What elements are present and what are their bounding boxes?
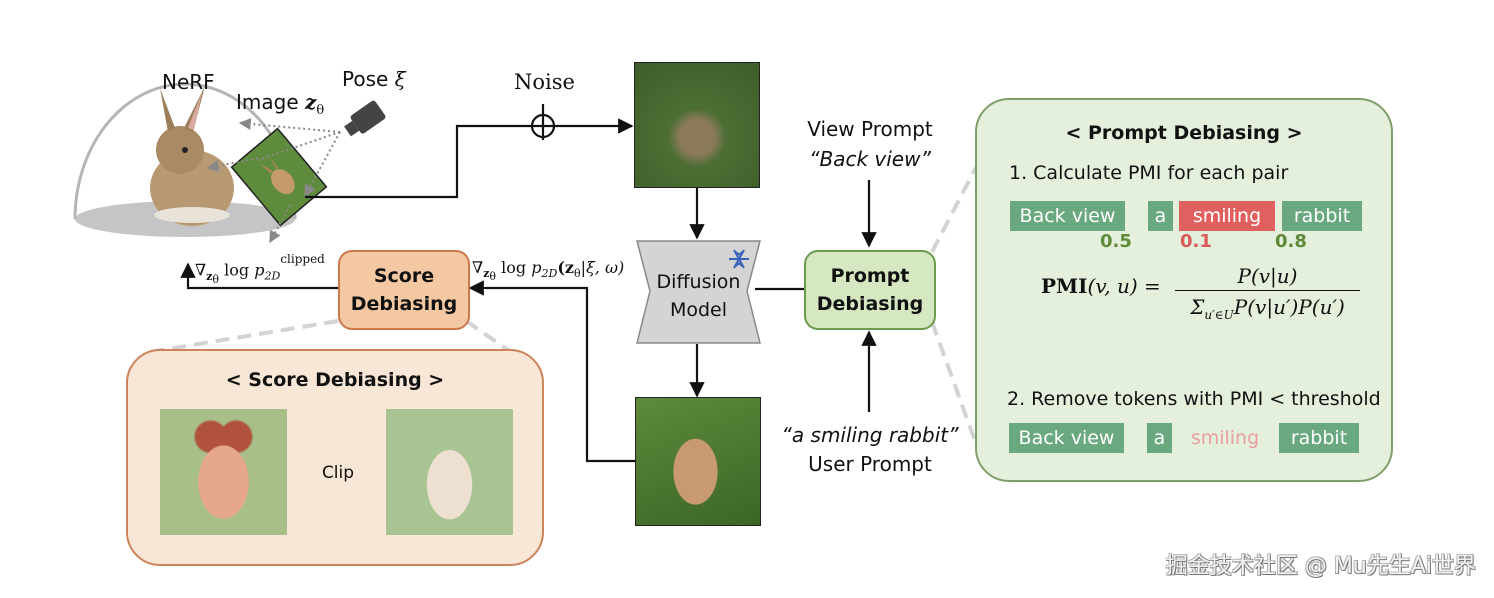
sub-z: z [483,267,490,281]
nabla: ∇ [195,260,207,280]
pose-label: Pose ξ [342,67,406,91]
pose-var: ξ [394,67,406,91]
log: log [501,258,527,277]
camera-rays [206,117,341,244]
denominator-rest: P(v|u′)P(u′) [1233,295,1345,319]
score-formula: ∇zθ log p2D(zθ|ξ, ω) [472,258,624,283]
clip-label: Clip [321,463,355,483]
pmi-value-smiling: 0.1 [1180,231,1212,252]
p-sub: 2D [264,269,281,283]
noisy-image [634,62,760,188]
sigma-sub: u′∈U [1204,308,1234,322]
prompt-panel-title: < Prompt Debiasing > [1065,122,1303,144]
sigma: Σ [1190,295,1205,319]
result-token-back-view: Back view [1009,423,1124,453]
rendered-image-tile [230,127,328,227]
token-a: a [1148,201,1173,231]
after-clip-image [386,409,513,535]
args: (z [557,258,574,277]
score-debiasing-panel: < Score Debiasing > Clip [126,349,544,566]
step2-text: 2. Remove tokens with PMI < threshold [1007,388,1381,410]
pmi-denominator: Σu′∈UP(v|u′)P(u′) [1175,295,1360,322]
args-rest: |ξ, ω) [580,258,625,277]
result-token-a: a [1147,423,1172,453]
diffusion-model-label: Diffusion Model [650,268,747,324]
sub-theta: θ [489,270,497,284]
prompt-debiasing-panel: < Prompt Debiasing > 1. Calculate PMI fo… [975,98,1393,482]
user-prompt-title: User Prompt [808,452,932,476]
block-line: Prompt [830,265,910,287]
watermark: 掘金技术社区 @ Mu先生Ai世界 [1165,554,1476,579]
token-smiling: smiling [1179,201,1275,231]
block-line: Score [373,265,435,287]
output-image [635,397,761,526]
p: p [531,258,542,277]
pmi-value-rabbit: 0.8 [1275,231,1307,252]
arg-sub: θ [573,267,581,281]
noise-label: Noise [514,70,575,94]
image-label: Image zθ [236,90,324,118]
sub-theta: θ [212,272,220,286]
image-label-text: Image [236,90,299,114]
log: log [224,260,250,280]
p-sub: 2D [541,267,558,281]
nerf-rabbit-image [150,86,234,226]
sub-z: z [206,269,213,283]
pmi-lhs-args: (v, u) = [1087,274,1161,298]
image-sub: θ [316,103,325,118]
pmi-value-a: 0.5 [1100,231,1132,252]
block-line: Model [669,299,728,321]
frozen-snowflake-icon [729,249,749,269]
user-prompt-value: “a smiling rabbit” [781,423,959,447]
image-var: z [305,90,317,114]
diffusion-model-shape [636,240,761,344]
block-line: Diffusion [656,271,741,293]
pmi-numerator: P(v|u) [1175,264,1360,291]
score-panel-title: < Score Debiasing > [225,369,445,391]
block-line: Debiasing [816,293,924,315]
token-rabbit: rabbit [1282,201,1362,231]
token-back-view: Back view [1010,201,1125,231]
nerf-label: NeRF [162,70,215,94]
nabla: ∇ [472,258,484,277]
view-prompt-title: View Prompt [807,117,933,141]
block-line: Debiasing [350,293,458,315]
result-token-rabbit: rabbit [1279,423,1359,453]
before-clip-image [160,409,287,535]
pmi-lhs: PMI [1041,274,1088,298]
pose-label-text: Pose [342,67,389,91]
step1-text: 1. Calculate PMI for each pair [1009,162,1289,184]
pmi-formula: PMI(v, u) = [1041,274,1161,298]
result-token-smiling-removed: smiling [1190,427,1260,449]
clipped-sup: clipped [280,252,325,266]
p: p [254,260,265,280]
camera-icon [344,100,386,137]
clipped-score-formula: ∇zθ log p2D clipped [195,252,325,286]
view-prompt-value: “Back view” [809,147,931,171]
